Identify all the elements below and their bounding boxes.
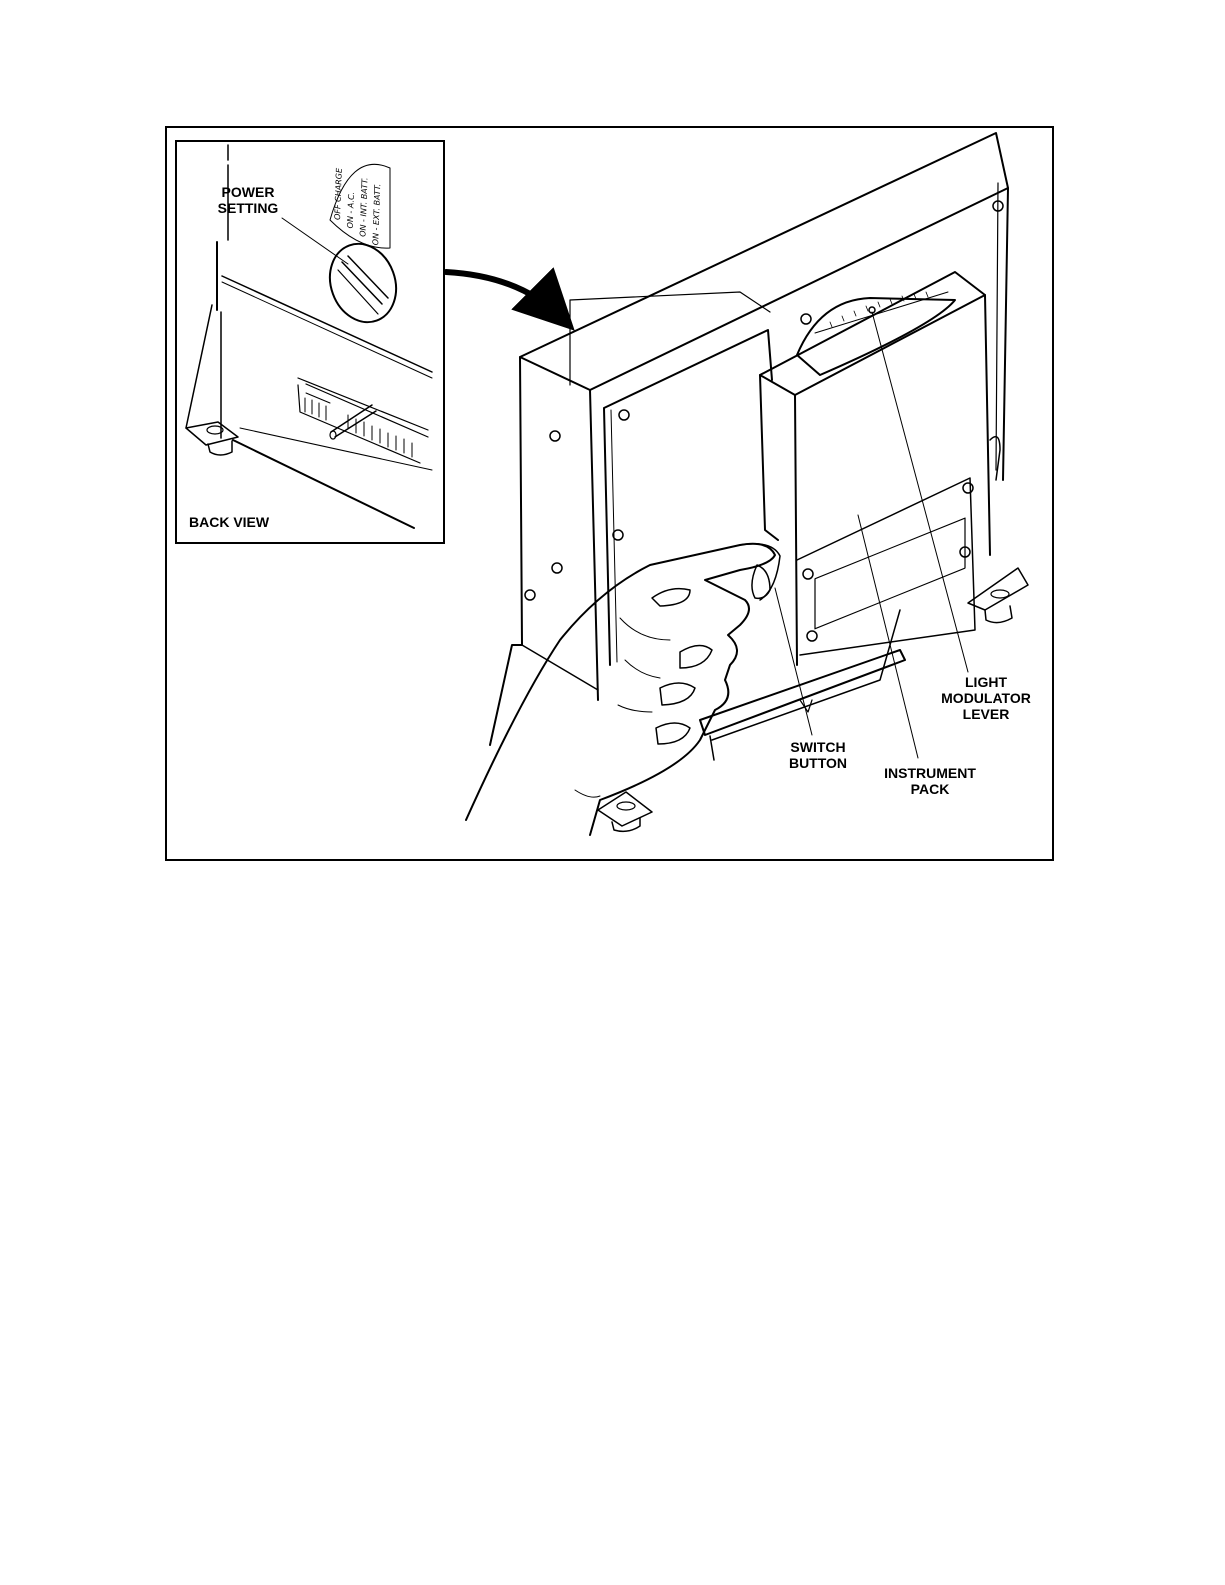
screw-icon [550,431,560,441]
inset-frame [176,141,444,543]
screw-icon [619,410,629,420]
instrument-pack-label-line2: PACK [911,781,950,797]
power-setting-label-line1: POWER [222,184,275,200]
back-view-label: BACK VIEW [189,514,270,530]
light-modulator-label-line2: MODULATOR [941,690,1031,706]
screw-icon [803,569,813,579]
light-modulator-label-line3: LEVER [963,706,1010,722]
light-modulator-label-line1: LIGHT [965,674,1007,690]
power-setting-label-line2: SETTING [218,200,279,216]
screw-icon [613,530,623,540]
screw-icon [963,483,973,493]
back-view-inset: OFF CHARGE ON - A.C. ON - INT. BATT. ON … [176,141,444,543]
dial-position-off-charge: OFF CHARGE [333,167,344,220]
screw-icon [552,563,562,573]
light-modulator-leader [872,312,968,672]
screw-icon [801,314,811,324]
instrument-pack-leader [858,515,918,758]
view-arrow [446,272,562,318]
instrument-cabinet [490,133,1028,831]
switch-button-label-line1: SWITCH [790,739,845,755]
light-modulator-meter [797,292,955,375]
switch-button-label-line2: BUTTON [789,755,847,771]
operator-hand [466,544,780,835]
instrument-pack-label-line1: INSTRUMENT [884,765,976,781]
cabinet-foot [968,568,1028,623]
screw-icon [807,631,817,641]
switch-button-leader [775,588,812,735]
screw-icon [525,590,535,600]
instrument-pack [760,272,990,665]
dial-position-on-ac: ON - A.C. [346,192,356,229]
